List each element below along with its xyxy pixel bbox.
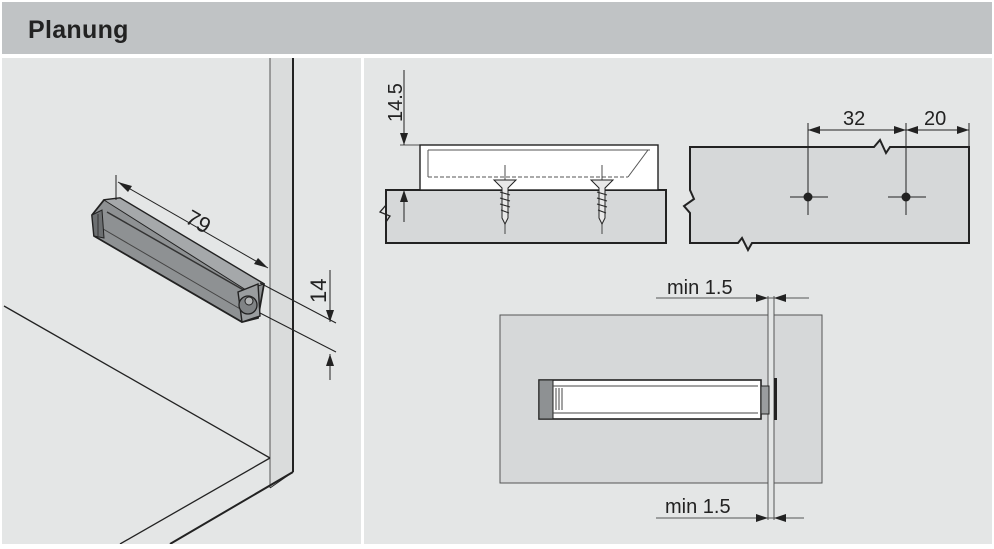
push-latch-part (91, 197, 266, 323)
side-view: 14.5 (378, 70, 667, 244)
isometric-view-panel: 79 14 (2, 58, 361, 545)
dimension-14: 14 (259, 270, 337, 380)
drill-pattern-view: 32 20 (682, 108, 970, 253)
svg-text:14: 14 (306, 279, 331, 303)
dimension-32: 32 (843, 108, 865, 130)
technical-drawing: 14.5 32 20 (378, 70, 970, 522)
section-header: Planung (2, 2, 992, 54)
technical-views-panel: 14.5 32 20 (364, 58, 992, 544)
top-view: min 1.5 min 1.5 (499, 277, 823, 522)
drill-hole-1 (803, 192, 813, 202)
svg-text:79: 79 (182, 205, 216, 239)
drill-hole-2 (901, 192, 911, 202)
dimension-14-5: 14.5 (385, 83, 407, 122)
section-title: Planung (28, 16, 129, 44)
screw-2 (589, 165, 615, 234)
screw-1 (492, 165, 518, 234)
isometric-drawing: 79 14 (3, 58, 337, 545)
top-gap-label: min 1.5 (667, 277, 733, 299)
dimension-20: 20 (924, 108, 946, 130)
bottom-gap-label: min 1.5 (665, 496, 731, 518)
